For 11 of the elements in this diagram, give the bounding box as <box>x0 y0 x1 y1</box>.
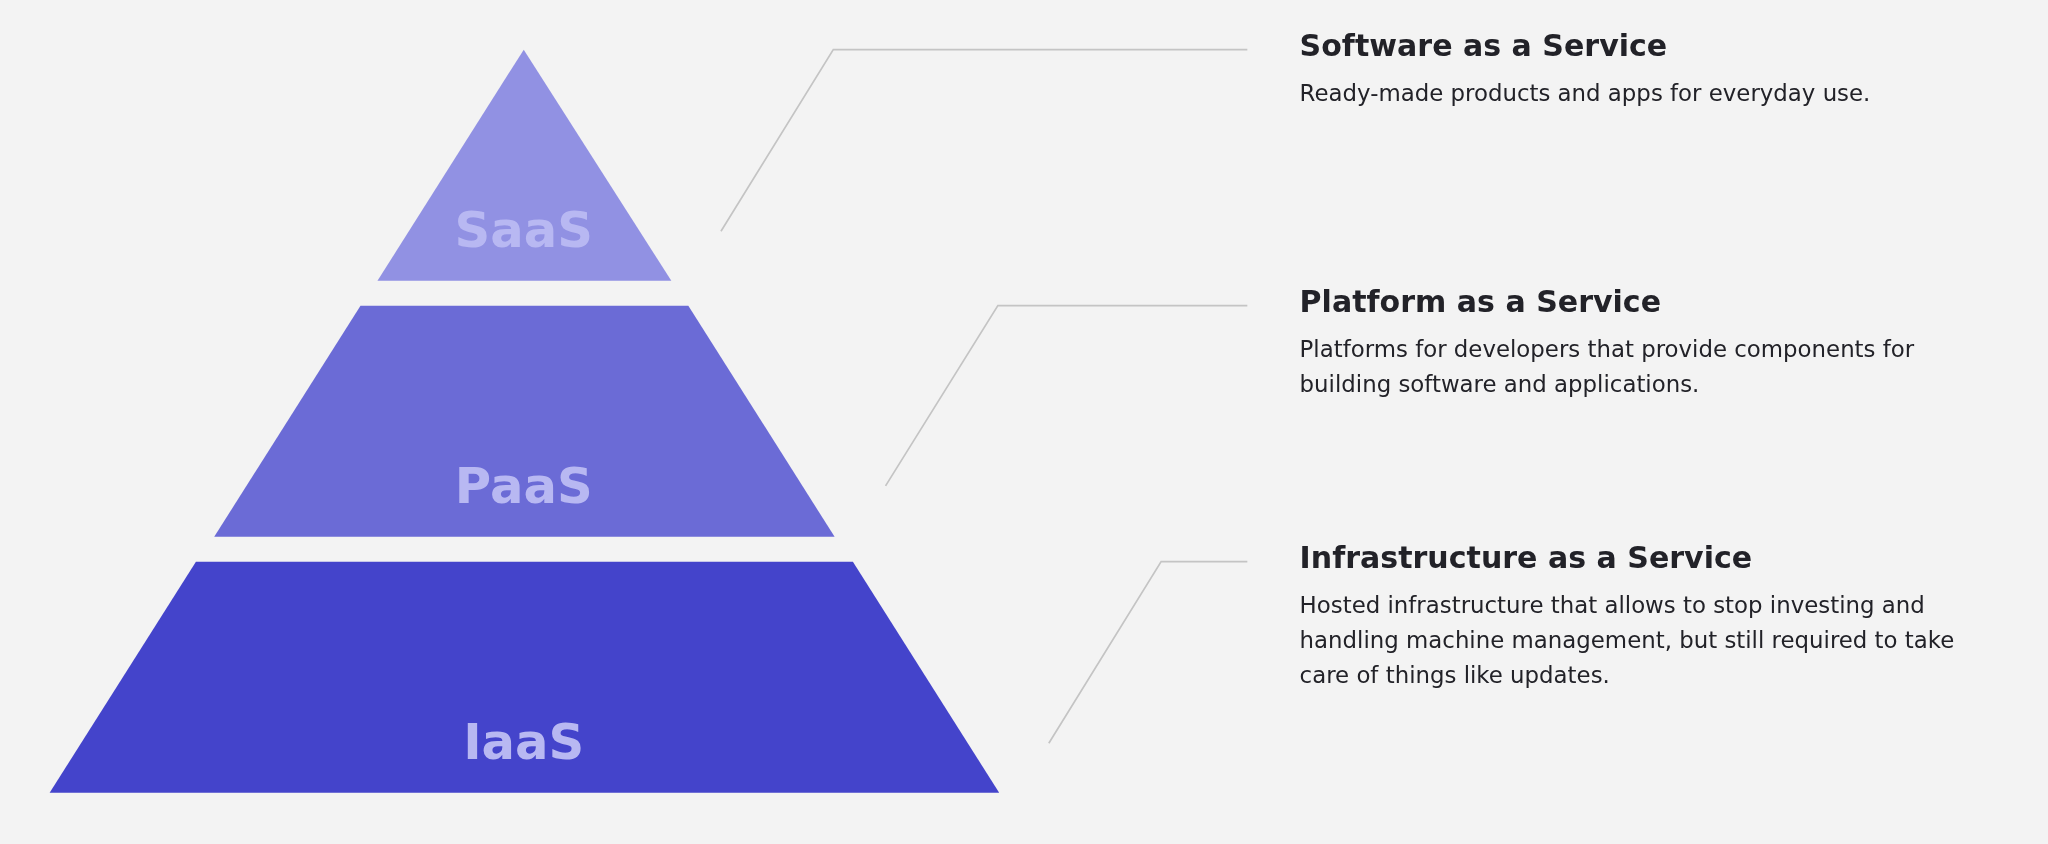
service-heading: Software as a Service <box>1299 28 1668 63</box>
tier-label: IaaS <box>463 713 585 771</box>
tier-label: PaaS <box>454 457 593 515</box>
leader-line <box>884 304 1249 487</box>
leader-line <box>720 48 1249 233</box>
service-heading: Platform as a Service <box>1299 284 1662 319</box>
service-description: Hosted infrastructure that allows to stop investing and handling machine management, but still required to take care of things like updates. <box>1299 590 1956 691</box>
service-description: Platforms for developers that provide components for building software and applications. <box>1299 334 1916 400</box>
service-description: Ready-made products and apps for everyday use. <box>1299 78 1872 108</box>
leader-line <box>1047 560 1249 745</box>
service-heading: Infrastructure as a Service <box>1299 540 1753 575</box>
